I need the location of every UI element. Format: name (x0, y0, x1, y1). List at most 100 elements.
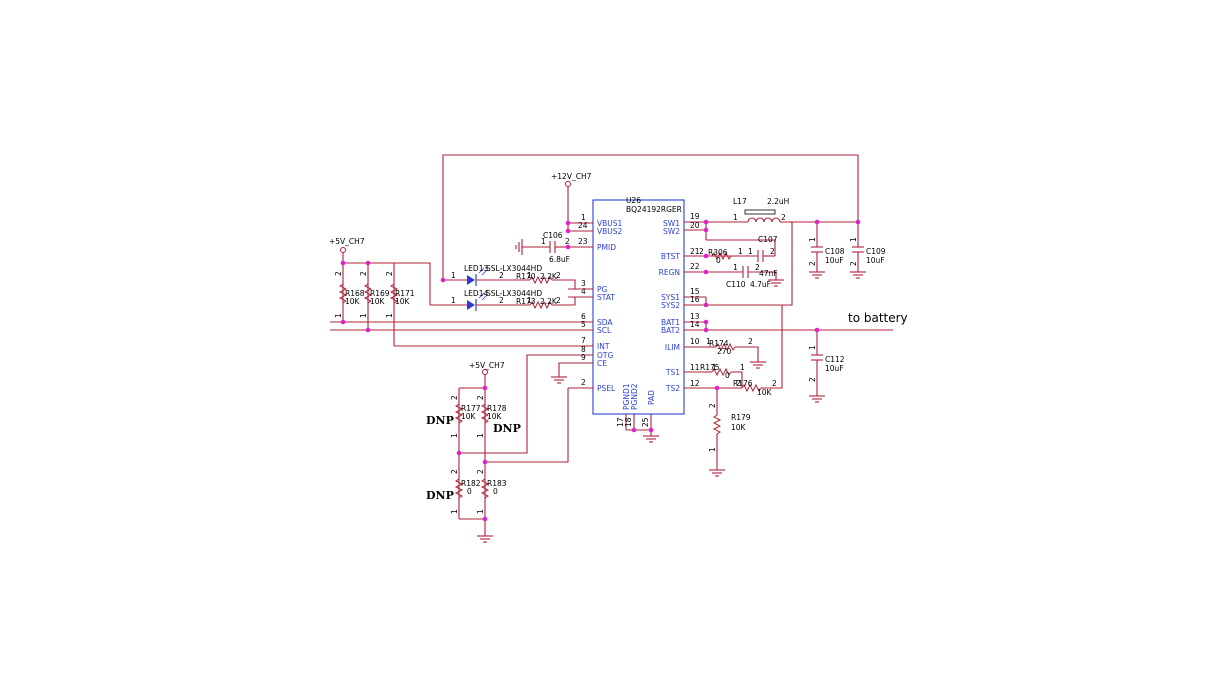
c108-ref: C108 (825, 247, 845, 256)
ic-part: BQ24192RGER (626, 205, 682, 214)
c106-ref: C106 (543, 231, 563, 240)
pin-num: 1 (708, 447, 717, 452)
pin-name: BAT1 (661, 318, 680, 327)
pin-name: TS2 (665, 384, 680, 393)
pin-num: 1 (476, 509, 485, 514)
r168-ref: R168 (345, 289, 365, 298)
c110-value: 4.7uF (750, 280, 771, 289)
pin-num: 2 (808, 261, 817, 266)
pin-num: 7 (581, 336, 586, 345)
r177-value: 10K (461, 412, 477, 421)
pin-num: 2 (556, 271, 561, 280)
pin-num: 2 (499, 296, 504, 305)
pin-num: 15 (690, 287, 700, 296)
r171-ref: R171 (395, 289, 415, 298)
r168-value: 10K (345, 297, 361, 306)
r306-value: 0 (716, 256, 721, 265)
pin-num: 1 (527, 296, 532, 305)
r183-value: 0 (493, 487, 498, 496)
c112-ref: C112 (825, 355, 845, 364)
pin-num: 23 (578, 237, 588, 246)
pin-num: 13 (690, 312, 700, 321)
r183-ref: R183 (487, 479, 507, 488)
pin-num: 2 (476, 469, 485, 474)
pin-num: 2 (755, 263, 760, 272)
ic-ref: U26 (626, 196, 641, 205)
c106-value: 6.8uF (549, 255, 570, 264)
pin-num: 2 (359, 271, 368, 276)
pin-num: 2 (450, 395, 459, 400)
led13-part: SSL-LX3044HD (486, 264, 542, 273)
r182-ref: R182 (461, 479, 481, 488)
pin-name: REGN (659, 268, 680, 277)
pin-num: 1 (476, 433, 485, 438)
pin-num: 11 (690, 363, 700, 372)
pin-num: 21 (690, 247, 700, 256)
c110b-value: 47nF (759, 269, 778, 278)
ground-symbol (643, 435, 659, 443)
led14-ref: LED14 (464, 289, 488, 298)
r175-value: 0 (725, 371, 730, 380)
junction-dots (340, 219, 861, 522)
pin-num: 1 (748, 247, 753, 256)
pin-num: 1 (450, 509, 459, 514)
pin-num: 1 (385, 313, 394, 318)
pin-name: SCL (597, 326, 612, 335)
pin-num: 2 (770, 247, 775, 256)
pin-num: 1 (849, 237, 858, 242)
r178-value: 10K (487, 412, 503, 421)
pin-num: 2 (476, 395, 485, 400)
led14-part: SSL-LX3044HD (486, 289, 542, 298)
c110-ref: C110 (726, 280, 746, 289)
ts-network: R175 0 1 1 R176 10K 2 2 R179 10K 2 1 (700, 305, 783, 477)
pin-name: PAD (647, 390, 656, 405)
pin-num: 2 (499, 271, 504, 280)
power-label-12v: +12V_CH7 (551, 172, 592, 181)
pin-name: INT (597, 342, 610, 351)
pin-num: 1 (451, 271, 456, 280)
pin-num: 12 (690, 379, 700, 388)
pin-num: 2 (708, 403, 717, 408)
pin-num: 2 (565, 237, 570, 246)
cap-c112: 1 2 C112 10uF (808, 330, 845, 403)
pin-num: 1 (527, 271, 532, 280)
pin-num: 2 (781, 213, 786, 222)
led13: 1 2 LED13 SSL-LX3044HD R170 2.2K 1 2 (443, 264, 593, 290)
pin-num: 1 (808, 345, 817, 350)
c112-value: 10uF (825, 364, 844, 373)
pin-name: ILIM (665, 343, 680, 352)
pin-name: SDA (597, 318, 613, 327)
cap-c109: 1 2 C109 10uF (849, 222, 886, 279)
pin-num: 22 (690, 262, 700, 271)
pin-num: 1 (733, 213, 738, 222)
pin-name: PMID (597, 243, 616, 252)
pin-num: 1 (733, 263, 738, 272)
r178-ref: R178 (487, 404, 507, 413)
c109-ref: C109 (866, 247, 886, 256)
pin-num: 24 (578, 221, 588, 230)
c108-value: 10uF (825, 256, 844, 265)
r176-ref: R176 (733, 379, 753, 388)
dnp-network: +5V_CH7 2 1 2 1 2 1 2 1 R177 10K R178 10… (426, 361, 521, 543)
r179-value: 10K (731, 423, 747, 432)
led14: 1 2 LED14 SSL-LX3044HD R173 2.2K 1 2 (430, 289, 593, 311)
pin-num: 1 (706, 337, 711, 346)
pin-num: 2 (556, 296, 561, 305)
r179-ref: R179 (731, 413, 751, 422)
c107-ref: C107 (758, 235, 778, 244)
pin-num: 16 (690, 295, 700, 304)
res-r174: R174 270 1 2 (706, 337, 766, 369)
pin-name: VBUS2 (597, 227, 623, 236)
power-5v-pullups: +5V_CH7 2 1 2 1 2 1 R168 10K R169 10K R1… (329, 237, 415, 346)
pin-num: 1 (450, 433, 459, 438)
inductor-l17: L17 2.2uH 1 2 (705, 197, 858, 240)
r170-value: 2.2K (540, 272, 558, 281)
pin-num: 8 (581, 345, 586, 354)
r169-ref: R169 (370, 289, 390, 298)
pin-num: 20 (690, 221, 700, 230)
pin-num: 14 (690, 320, 700, 329)
pin-num: 1 (581, 213, 586, 222)
r174-ref: R174 (709, 339, 729, 348)
cap-c106: C106 1 2 6.8uF (515, 231, 570, 264)
pin-num: 2 (699, 247, 704, 256)
